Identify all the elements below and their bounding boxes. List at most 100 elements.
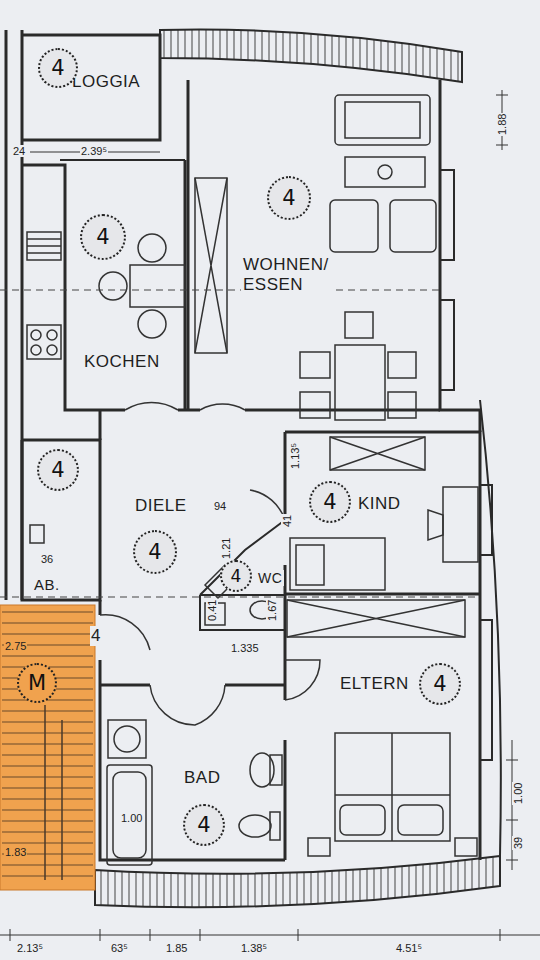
furniture: [290, 538, 385, 590]
wall: [188, 80, 480, 432]
callout-circle: 4: [309, 481, 351, 523]
furniture: [114, 726, 140, 752]
door-swing: [125, 402, 178, 410]
plan-stroke: [2, 865, 93, 866]
plan-stroke: [2, 612, 93, 876]
furniture: [330, 200, 378, 252]
furniture: [287, 600, 465, 637]
furniture: [27, 239, 61, 253]
furniture: [27, 232, 61, 260]
wall: [480, 485, 492, 760]
dimension-label: 36: [40, 553, 54, 565]
door-swing: [150, 685, 225, 725]
furniture: [330, 437, 425, 470]
room-name: WOHNEN/ ESSEN: [241, 255, 333, 294]
dimension-label: 1.85: [165, 942, 188, 954]
room-area: BAD4: [101, 687, 284, 859]
room-name: KIND: [356, 494, 403, 514]
staircase: [45, 705, 62, 880]
callout-number: 4: [282, 186, 295, 210]
furniture: [335, 733, 450, 841]
furniture: [27, 325, 61, 359]
callout-number: 4: [96, 225, 109, 249]
wall: [100, 600, 285, 860]
callout-number: 4: [231, 566, 242, 586]
furniture: [455, 838, 477, 856]
wall: [5, 30, 8, 600]
furniture: [345, 312, 373, 338]
furniture: [296, 545, 324, 585]
door-swing: [200, 404, 245, 410]
plan-stroke: [2, 612, 93, 613]
section-line: [0, 290, 480, 597]
furniture: [30, 525, 44, 543]
furniture: [378, 165, 392, 179]
furniture: [195, 178, 227, 353]
room-area: ELTERN4: [287, 596, 479, 848]
dimension-label: 94: [213, 500, 227, 512]
furniture: [99, 272, 127, 300]
callout-circle: 4: [133, 530, 177, 574]
callout-circle: 4: [38, 48, 78, 88]
callout-circle: 4: [220, 560, 252, 592]
furniture: [388, 352, 416, 378]
plan-stroke: [2, 634, 93, 635]
door-swing: [100, 402, 320, 725]
callout-circle: M: [17, 663, 57, 703]
callout-circle: 4: [80, 214, 126, 260]
plan-stroke: [2, 832, 93, 833]
dimension-label: 1.00: [512, 782, 524, 805]
wall: [22, 35, 160, 140]
dimension-label: 41: [281, 514, 293, 528]
callout-circle: 4: [183, 804, 225, 846]
plan-stroke: [2, 810, 93, 811]
door-swing: [285, 660, 320, 700]
plan-stroke: [2, 744, 93, 745]
plan-stroke: [2, 876, 93, 877]
callout-number: 4: [51, 458, 64, 482]
wall: [22, 440, 100, 600]
furniture: [47, 345, 57, 355]
wall: [22, 160, 440, 410]
wall: [100, 410, 480, 860]
room-area: WOHNEN/ ESSEN 4: [192, 85, 438, 407]
dimension-line: [0, 90, 540, 941]
dimension-label: 1.21: [220, 537, 232, 560]
dimension-label: 2.75: [4, 640, 27, 652]
plan-stroke: [2, 843, 93, 844]
furniture: [107, 765, 152, 865]
door-swing: [250, 490, 285, 520]
furniture: [270, 755, 282, 785]
furniture: [335, 95, 430, 145]
furniture: [388, 392, 416, 418]
furniture: [287, 600, 465, 637]
furniture: [340, 805, 385, 835]
furniture: [47, 330, 57, 340]
plan-stroke: [2, 623, 93, 624]
room-name: LOGGIA: [70, 72, 142, 92]
furniture: [270, 812, 280, 840]
furniture: [335, 733, 450, 841]
callout-circle: 4: [37, 449, 79, 491]
furniture: [345, 157, 425, 187]
furniture: [239, 815, 271, 837]
furniture: [390, 200, 436, 252]
callout-number: 4: [51, 56, 64, 80]
room-area: KIND4: [287, 434, 479, 592]
dimension-line: [10, 929, 500, 941]
callout-number: 4: [197, 813, 210, 837]
furniture: [31, 345, 41, 355]
wall: [95, 856, 500, 907]
room-area: KOCHEN4: [66, 165, 184, 409]
dimension-label: 24: [12, 145, 26, 157]
dimension-label: 4.51⁵: [395, 942, 423, 954]
dimension-label: 1.88: [496, 113, 508, 136]
callout-number: 4: [148, 540, 161, 564]
plan-stroke: [2, 799, 93, 800]
plan-stroke: [2, 766, 93, 767]
door-swing: [100, 615, 150, 650]
wall: [285, 593, 480, 596]
section-line: [0, 596, 480, 597]
plan-stroke: [2, 821, 93, 822]
